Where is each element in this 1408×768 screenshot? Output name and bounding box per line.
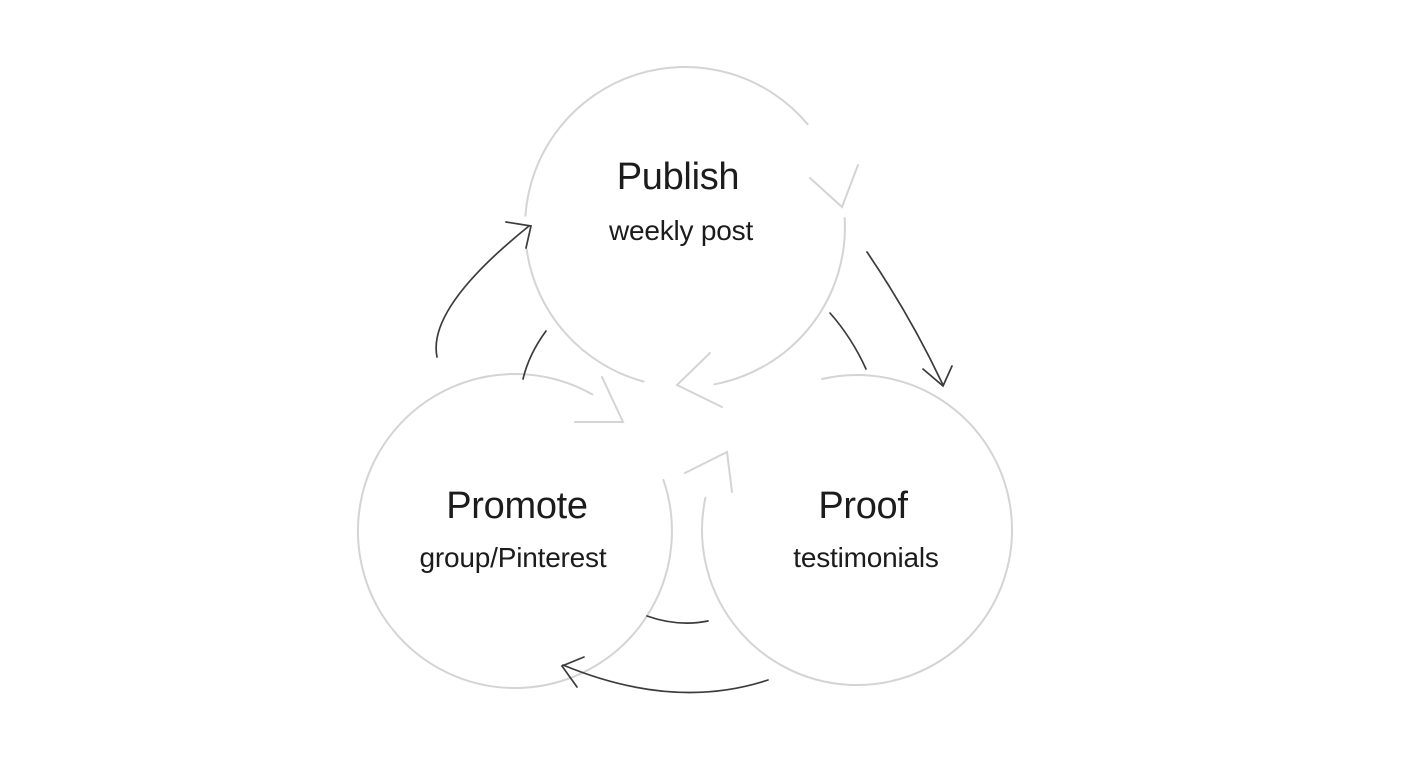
promote-title: Promote [446, 485, 588, 527]
node-circles [357, 66, 1014, 690]
proof-subtitle: testimonials [793, 542, 938, 573]
node-publish-circle [524, 66, 859, 408]
publish-arc-top [524, 66, 809, 217]
promote-subtitle: group/Pinterest [420, 542, 607, 573]
connector-publish-to-proof [866, 251, 944, 386]
arrowhead-publish-to-proof-icon [922, 365, 953, 388]
arrowhead-proof-to-promote-icon [560, 656, 585, 688]
proof-arc [701, 374, 1014, 686]
sketch-accent-right [829, 312, 867, 370]
connector-promote-to-publish [435, 225, 530, 358]
sketch-accent-bottom [646, 615, 709, 624]
proof-title: Proof [818, 485, 908, 527]
promote-chevron-icon [574, 376, 625, 423]
flow-arrows [435, 221, 953, 694]
connector-proof-to-promote [562, 664, 769, 694]
publish-arc-right [713, 217, 846, 386]
proof-chevron-icon [684, 450, 733, 493]
publish-chevron-right-icon [809, 164, 859, 209]
publish-chevron-bottom-icon [675, 352, 723, 408]
publish-title: Publish [617, 156, 740, 198]
node-proof-circle [684, 374, 1014, 686]
sketch-accent-left [522, 330, 547, 380]
promote-arc [357, 373, 673, 690]
node-labels: Publish weekly post Promote group/Pinter… [420, 156, 939, 573]
publish-arc-bottom-left [525, 248, 645, 383]
arrowhead-promote-to-publish-icon [505, 221, 533, 249]
node-promote-circle [357, 373, 673, 690]
publish-subtitle: weekly post [608, 215, 754, 246]
